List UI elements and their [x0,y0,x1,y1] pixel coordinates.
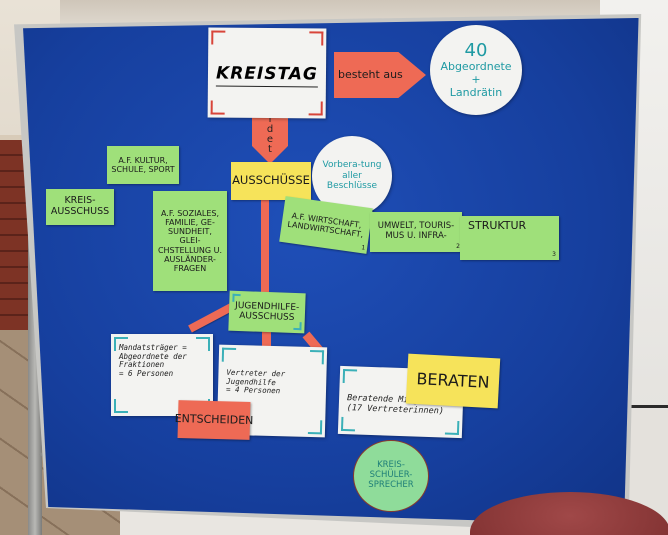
advise-label-card: BERATEN [405,353,501,409]
student-representative-circle: KREIS-SCHÜLER-SPRECHER [353,440,429,512]
floor-baseboard [605,405,668,408]
members-circle: 40 Abgeordnete + Landrätin [430,25,522,115]
youth-committee-card: JUGENDHILFE-AUSSCHUSS [228,290,306,334]
ausschuesse-card: AUSSCHÜSSE [231,162,311,200]
arrow-bildet-label: bildet [264,94,276,154]
members-count: 40 [464,39,488,61]
connector-vertical [261,200,269,296]
members-card-mandatstraeger: Mandatsträger = Abgeordnete der Fraktion… [111,334,213,416]
brick-counter [0,140,28,330]
committee-card-kreisausschuss: KREIS-AUSSCHUSS [46,189,114,225]
committee-card-soziales: A.f. SOZIALES, FAMILIE, GE-SUNDHEIT, GLE… [153,191,227,291]
connector-middle [262,330,271,352]
committee-card-struktur: STRUKTUR 3 [460,216,559,260]
arrow-besteht-aus-label: besteht aus [338,67,403,81]
kreistag-title: KREISTAG [215,63,318,88]
kreistag-card: KREISTAG [207,27,327,119]
decide-label-card: ENTSCHEIDEN [175,400,254,440]
committee-card-kultur: A.f. KULTUR, SCHULE, SPORT [107,146,179,184]
pinboard [23,18,639,525]
committee-card-umwelt: UMWELT, TOURIS-MUS u. INFRA- 2 [370,212,462,252]
